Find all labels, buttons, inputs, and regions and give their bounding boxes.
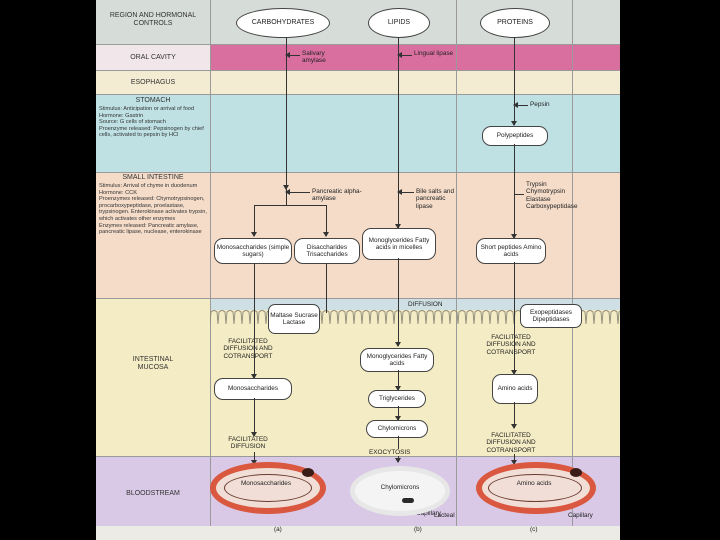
esophagus-band	[96, 70, 620, 94]
lacteal-label: Lacteal	[434, 512, 455, 519]
carb-split-line	[254, 205, 326, 206]
lacteal-cell	[402, 498, 414, 503]
bile-arrow	[397, 189, 414, 195]
column-divider	[210, 0, 211, 526]
short-peptides-box: Short peptides Amino acids	[476, 238, 546, 264]
stomach-details: Stimulus: Anticipation or arrival of foo…	[99, 106, 204, 139]
panel-label-c: (c)	[530, 526, 538, 533]
column-divider	[572, 0, 573, 526]
oral-cavity-band-color	[210, 44, 620, 70]
carb-to-fd-arrow	[251, 398, 257, 437]
row-divider	[96, 44, 620, 45]
micelles-box: Monoglycerides Fatty acids in micelles	[362, 228, 436, 260]
brush-border-enzymes-box: Maltase Sucrase Lactase	[268, 304, 320, 334]
lipids-header: LIPIDS	[368, 8, 430, 38]
lipid-diffusion-arrow	[395, 258, 401, 347]
protein-to-poly-arrow	[511, 37, 517, 126]
protein-fd-cotransport-label: FACILITATED DIFFUSION AND COTRANSPORT	[486, 334, 536, 356]
proteins-header: PROTEINS	[480, 8, 550, 38]
carb-main-arrow	[283, 37, 289, 190]
protein-capillary-label: Capillary	[568, 512, 593, 519]
monosaccharides-box: Monosaccharides (simple sugars)	[214, 238, 292, 264]
row-divider	[96, 70, 620, 71]
pepsin-label: Pepsin	[530, 101, 550, 108]
salivary-arrow	[285, 52, 300, 58]
protein-to-mucosa-arrow	[511, 262, 517, 375]
oral-cavity-label: ORAL CAVITY	[130, 54, 176, 61]
pancreatic-amylase-arrow	[285, 189, 310, 195]
carb-capillary-label: Capillary	[416, 510, 441, 517]
lingual-arrow	[397, 52, 412, 58]
protein-capillary-lumen	[488, 474, 582, 502]
lipid-blood-chylomicrons: Chylomicrons	[380, 484, 420, 491]
amino-acids-mucosa-box: Amino acids	[492, 374, 538, 404]
protein-enzymes-list: Trypsin Chymotrypsin Elastase Carboxypep…	[526, 181, 578, 211]
monoglycerides-mucosa-box: Monoglycerides Fatty acids	[360, 348, 434, 372]
carb-blood-monosaccharides: Monosaccharides	[240, 480, 292, 487]
pepsin-arrow	[513, 102, 528, 108]
lacteal-vessel	[350, 466, 450, 516]
carb-fd-label: FACILITATED DIFFUSION	[228, 436, 268, 451]
carb-di-down	[326, 263, 327, 313]
protein-enzyme-bracket	[514, 194, 524, 195]
lingual-lipase-label: Lingual lipase	[414, 50, 454, 57]
red-blood-cell	[302, 468, 314, 477]
carbohydrates-header: CARBOHYDRATES	[236, 8, 330, 38]
bloodstream-label: BLOODSTREAM	[126, 490, 180, 497]
column-divider	[456, 0, 457, 526]
bile-salts-label: Bile salts and pancreatic lipase	[416, 188, 455, 210]
small-intestine-band	[96, 172, 620, 298]
small-intestine-title: SMALL INTESTINE	[122, 174, 184, 181]
polypeptides-box: Polypeptides	[482, 126, 548, 146]
pancreatic-amylase-label: Pancreatic alpha-amylase	[312, 188, 362, 203]
protein-to-blood-arrow	[511, 454, 517, 465]
triglycerides-box: Triglycerides	[368, 390, 426, 408]
chylomicrons-box: Chylomicrons	[366, 420, 428, 438]
red-blood-cell	[570, 468, 582, 477]
diffusion-label: DIFFUSION	[408, 301, 443, 308]
monosaccharides-mucosa-box: Monosaccharides	[214, 378, 292, 400]
protein-fd-cotransport-label-2: FACILITATED DIFFUSION AND COTRANSPORT	[486, 432, 536, 454]
protein-to-fd-arrow	[511, 402, 517, 429]
exopeptidases-box: Exopeptidases Dipeptidases	[520, 304, 582, 328]
lipid-to-trig-arrow	[395, 370, 401, 391]
intestinal-mucosa-label: INTESTINAL MUCOSA	[132, 356, 174, 371]
exocytosis-label: EXOCYTOSIS	[368, 449, 412, 457]
salivary-amylase-label: Salivary amylase	[302, 50, 326, 65]
carb-to-mono2-arrow	[251, 362, 257, 379]
row-divider	[96, 298, 620, 299]
row-divider	[96, 94, 620, 95]
carb-left-arrow	[251, 205, 257, 237]
small-intestine-details: Stimulus: Arrival of chyme in duodenum H…	[99, 183, 207, 236]
lipid-main-arrow	[395, 37, 401, 229]
lipid-to-chylo-arrow	[395, 406, 401, 421]
diagram-page: REGION AND HORMONAL CONTROLS ORAL CAVITY…	[96, 0, 620, 540]
row-divider	[96, 172, 620, 173]
carb-right-arrow	[323, 205, 329, 237]
protein-blood-amino-acids: Amino acids	[516, 480, 552, 487]
disaccharides-box: Disaccharides Trisaccharides	[294, 238, 360, 264]
carb-capillary-lumen	[224, 474, 312, 502]
row-divider	[96, 456, 620, 457]
stomach-title: STOMACH	[135, 97, 171, 104]
protein-to-short-arrow	[511, 144, 517, 239]
carb-mono-down	[254, 263, 255, 383]
panel-label-a: (a)	[274, 526, 282, 533]
carb-fd-cotransport-label: FACILITATED DIFFUSION AND COTRANSPORT	[223, 338, 273, 360]
esophagus-label: ESOPHAGUS	[130, 79, 176, 86]
region-header-label: REGION AND HORMONAL CONTROLS	[109, 12, 197, 27]
panel-label-b: (b)	[414, 526, 422, 533]
carb-split-left	[286, 189, 287, 205]
